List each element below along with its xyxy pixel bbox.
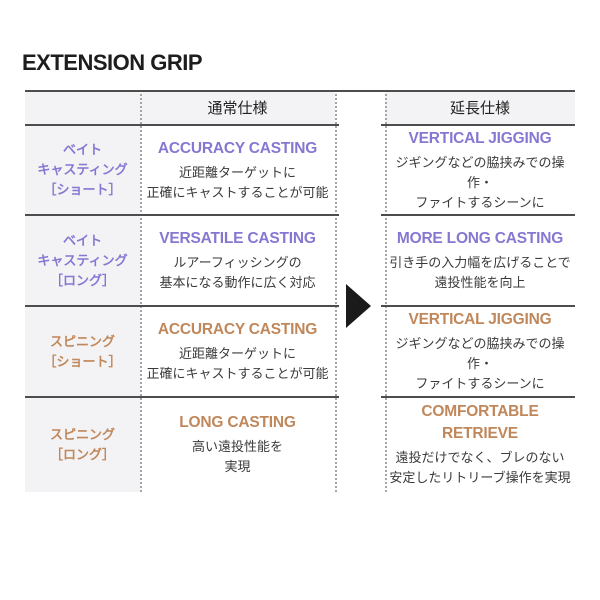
cell-description-line: ファイトするシーンに — [415, 194, 545, 210]
cell-heading: LONG CASTING — [179, 414, 296, 431]
cell-heading: VERSATILE CASTING — [159, 230, 316, 247]
row-divider-left — [25, 214, 339, 216]
cell-heading: VERTICAL JIGGING — [408, 129, 552, 147]
dotted-divider-normal-right — [335, 90, 337, 492]
row-divider-right — [381, 305, 575, 307]
cell-description-line: 引き手の入力幅を広げることで — [389, 255, 571, 270]
extended-spec-cell: MORE LONG CASTING 引き手の入力幅を広げることで 遠投性能を向上 — [385, 215, 575, 306]
row-label: ベイト キャスティング ［ロング］ — [25, 215, 140, 306]
cell-description-line: 遠投だけでなく、ブレのない — [395, 450, 565, 465]
cell-description-line: 正確にキャストすることが可能 — [146, 366, 329, 381]
cell-description-line: ルアーフィッシングの — [173, 255, 302, 270]
column-header-normal: 通常仕様 — [207, 100, 268, 117]
label-column-background — [25, 125, 140, 492]
row-divider-left — [25, 305, 339, 307]
normal-spec-cell: VERSATILE CASTING ルアーフィッシングの 基本になる動作に広く対… — [140, 215, 335, 306]
cell-heading: ACCURACY CASTING — [157, 321, 318, 338]
header-divider-right — [381, 124, 575, 126]
header-background-right — [385, 90, 575, 125]
cell-description-line: 基本になる動作に広く対応 — [159, 275, 316, 290]
cell-description-line: 高い遠投性能を — [191, 439, 283, 454]
cell-heading: COMFORTABLE RETRIEVE — [421, 403, 539, 442]
extended-spec-cell: VERTICAL JIGGING ジギングなどの脇挟みでの操作・ ファイトするシ… — [385, 306, 575, 397]
comparison-table: 通常仕様 延長仕様 ベイト キャスティング ［ショート］ ACCURACY CA… — [25, 90, 575, 492]
cell-description-line: 遠投性能を向上 — [434, 275, 526, 290]
row-label-line: スピニング — [49, 426, 115, 442]
normal-spec-cell: LONG CASTING 高い遠投性能を 実現 — [140, 397, 335, 492]
cell-description-line: ジギングなどの脇挟みでの操作・ — [395, 336, 565, 371]
row-label-line: スピニング — [49, 333, 115, 349]
cell-heading: MORE LONG CASTING — [396, 230, 564, 247]
cell-description-line: ファイトするシーンに — [415, 376, 545, 391]
row-label-line: キャスティング — [37, 162, 128, 177]
row-divider-right — [381, 396, 575, 398]
dotted-divider-label — [140, 90, 142, 492]
header-background-left — [25, 90, 335, 125]
normal-spec-cell: ACCURACY CASTING 近距離ターゲットに 正確にキャストすることが可… — [140, 125, 335, 215]
row-divider-right — [381, 214, 575, 216]
header-divider-left — [25, 124, 339, 126]
cell-description-line: 近距離ターゲットに — [178, 346, 296, 361]
cell-heading: ACCURACY CASTING — [157, 139, 318, 157]
row-label-line: ［ロング］ — [49, 446, 115, 462]
row-label-line: ［ショート］ — [43, 182, 122, 197]
cell-description-line: 安定したリトリーブ操作を実現 — [389, 470, 571, 485]
extended-spec-cell: VERTICAL JIGGING ジギングなどの脇挟みでの操作・ ファイトするシ… — [385, 125, 575, 215]
cell-description-line: ジギングなどの脇挟みでの操作・ — [395, 154, 565, 190]
arrow-right-icon — [346, 284, 371, 328]
row-label-line: ベイト — [62, 142, 102, 157]
dotted-divider-extended-left — [385, 90, 387, 492]
column-header-extended: 延長仕様 — [449, 100, 510, 117]
row-label-line: ベイト — [62, 232, 102, 248]
row-label-line: キャスティング — [37, 252, 128, 268]
normal-spec-cell: ACCURACY CASTING 近距離ターゲットに 正確にキャストすることが可… — [140, 306, 335, 397]
cell-heading: VERTICAL JIGGING — [408, 311, 552, 328]
row-label: スピニング ［ロング］ — [25, 397, 140, 492]
row-label-line: ［ロング］ — [49, 272, 115, 288]
row-divider-left — [25, 396, 339, 398]
page-title: EXTENSION GRIP — [22, 50, 203, 75]
row-label: ベイト キャスティング ［ショート］ — [25, 125, 140, 215]
cell-description-line: 正確にキャストすることが可能 — [146, 184, 329, 200]
cell-description-line: 近距離ターゲットに — [178, 164, 296, 180]
cell-description-line: 実現 — [224, 459, 251, 474]
table-top-border — [25, 90, 575, 92]
row-label-line: ［ショート］ — [43, 353, 122, 369]
row-label: スピニング ［ショート］ — [25, 306, 140, 397]
extended-spec-cell: COMFORTABLE RETRIEVE 遠投だけでなく、ブレのない 安定したリ… — [385, 397, 575, 492]
